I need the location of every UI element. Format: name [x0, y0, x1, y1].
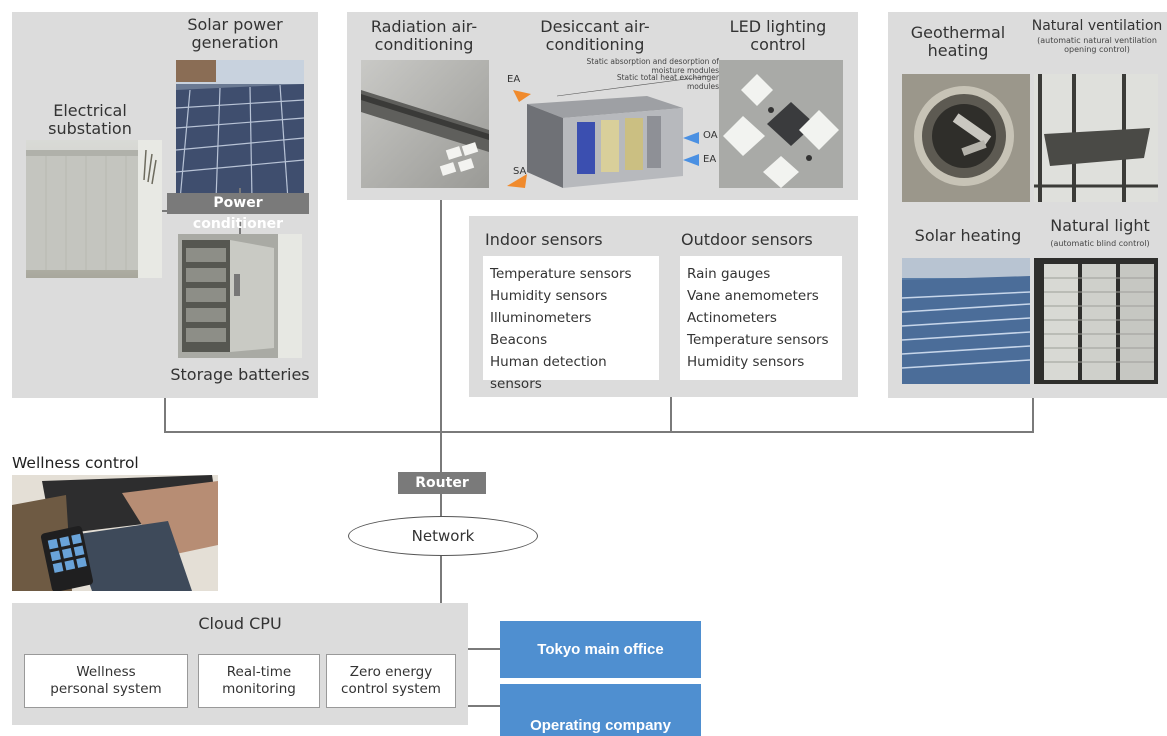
outdoor-sensor-item: Humidity sensors: [687, 354, 805, 370]
solar-heating-photo: [902, 258, 1030, 384]
radiation-ac-illustration: [361, 90, 489, 176]
natural-ventilation-illustration: [1034, 74, 1158, 202]
natural-ventilation-photo: [1034, 74, 1158, 202]
sensors-drop-line: [670, 397, 672, 433]
storage-batteries-label: Storage batteries: [170, 365, 310, 384]
radiation-ac-photo: [361, 60, 489, 188]
outdoor-sensor-item: Actinometers: [687, 310, 777, 326]
indoor-sensor-item: Humidity sensors: [490, 288, 608, 304]
solar-power-label: Solar power generation: [187, 15, 283, 53]
electrical-drop-line: [164, 397, 166, 433]
indoor-sensors-title: Indoor sensors: [485, 230, 603, 249]
wellness-control-photo: [12, 475, 218, 591]
ea-top-label: EA: [507, 74, 521, 85]
network-ellipse: Network: [348, 516, 538, 556]
solar-panel-illustration: [176, 60, 304, 200]
solar-heating-label: Solar heating: [914, 226, 1022, 245]
outdoor-sensors-list: Rain gauges Vane anemometers Actinometer…: [680, 256, 842, 373]
natural-light-sublabel: (automatic blind control): [1050, 239, 1150, 248]
outdoor-sensors-title: Outdoor sensors: [681, 230, 813, 249]
desiccant-note-moisture: Static absorption and desorption of mois…: [586, 57, 719, 75]
cloud-cpu-panel: Cloud CPU Wellness personal system Real-…: [12, 603, 468, 725]
solar-heating-illustration: [902, 258, 1030, 384]
desiccant-note-heat: Static total heat exchanger modules: [616, 73, 719, 91]
geothermal-illustration: [902, 74, 1030, 202]
outdoor-sensor-item: Temperature sensors: [687, 332, 829, 348]
sa-label: SA: [513, 166, 527, 177]
oa-label: OA: [703, 130, 718, 141]
geothermal-label: Geothermal heating: [910, 23, 1006, 61]
storage-battery-illustration: [178, 234, 302, 358]
system-label: Real-time monitoring: [222, 664, 296, 697]
zero-energy-control-box: Zero energy control system: [326, 654, 456, 708]
ea-right-label: EA: [703, 154, 717, 165]
indoor-sensor-item: Beacons: [490, 332, 548, 348]
outdoor-sensors-box: Rain gauges Vane anemometers Actinometer…: [680, 256, 842, 380]
operating-link-line: [468, 705, 500, 707]
desiccant-diagram: Static absorption and desorption of mois…: [497, 56, 719, 196]
led-lighting-photo: [719, 60, 843, 188]
led-lighting-illustration: [719, 60, 843, 188]
indoor-sensors-list: Temperature sensors Humidity sensors Ill…: [483, 256, 659, 395]
power-conditioner-tag: Power conditioner: [167, 193, 309, 232]
desiccant-ac-label: Desiccant air-conditioning: [540, 17, 650, 55]
natural-light-photo: [1034, 258, 1158, 384]
wellness-control-label: Wellness control: [12, 454, 139, 472]
ventilation-sublabel: (automatic natural ventilation opening c…: [1037, 36, 1157, 55]
trunk-line: [440, 200, 442, 603]
storage-battery-photo: [178, 234, 302, 358]
natural-drop-line: [1032, 397, 1034, 433]
sensors-panel: Indoor sensors Outdoor sensors Temperatu…: [469, 216, 858, 397]
wellness-control-illustration: [12, 475, 218, 591]
indoor-sensor-item: Illuminometers: [490, 310, 592, 326]
operating-company-box: Operating company: [500, 684, 701, 736]
indoor-sensor-item: Human detection sensors: [490, 354, 607, 392]
wellness-personal-system-box: Wellness personal system: [24, 654, 188, 708]
system-label: Wellness personal system: [50, 664, 162, 697]
battery-connector: [239, 221, 241, 235]
tokyo-main-office-box: Tokyo main office: [500, 621, 701, 678]
real-time-monitoring-box: Real-time monitoring: [198, 654, 320, 708]
solar-panel-photo: [176, 60, 304, 200]
substation-illustration: [26, 140, 162, 278]
cloud-cpu-title: Cloud CPU: [198, 614, 282, 633]
natural-energy-panel: Geothermal heating Natural ventilation (…: [888, 12, 1167, 398]
hvac-panel: Radiation air-conditioning Desiccant air…: [347, 12, 858, 200]
led-lighting-label: LED lighting control: [729, 17, 827, 55]
outdoor-sensor-item: Vane anemometers: [687, 288, 819, 304]
natural-light-label: Natural light: [1050, 216, 1150, 235]
outdoor-sensor-item: Rain gauges: [687, 266, 771, 282]
electrical-panel: Electrical substation Solar power genera…: [12, 12, 318, 398]
indoor-sensors-box: Temperature sensors Humidity sensors Ill…: [483, 256, 659, 392]
radiation-ac-label: Radiation air-conditioning: [370, 17, 478, 55]
desiccant-illustration: [507, 75, 710, 188]
router-tag: Router: [398, 472, 486, 494]
tokyo-link-line: [468, 648, 500, 650]
indoor-sensor-item: Temperature sensors: [490, 266, 632, 282]
geothermal-photo: [902, 74, 1030, 202]
substation-photo: [26, 140, 162, 278]
system-label: Zero energy control system: [341, 664, 441, 697]
ventilation-label: Natural ventilation: [1031, 18, 1163, 34]
substation-label: Electrical substation: [48, 101, 132, 139]
bus-line: [164, 431, 1034, 433]
network-label: Network: [411, 527, 475, 545]
natural-light-illustration: [1034, 258, 1158, 384]
